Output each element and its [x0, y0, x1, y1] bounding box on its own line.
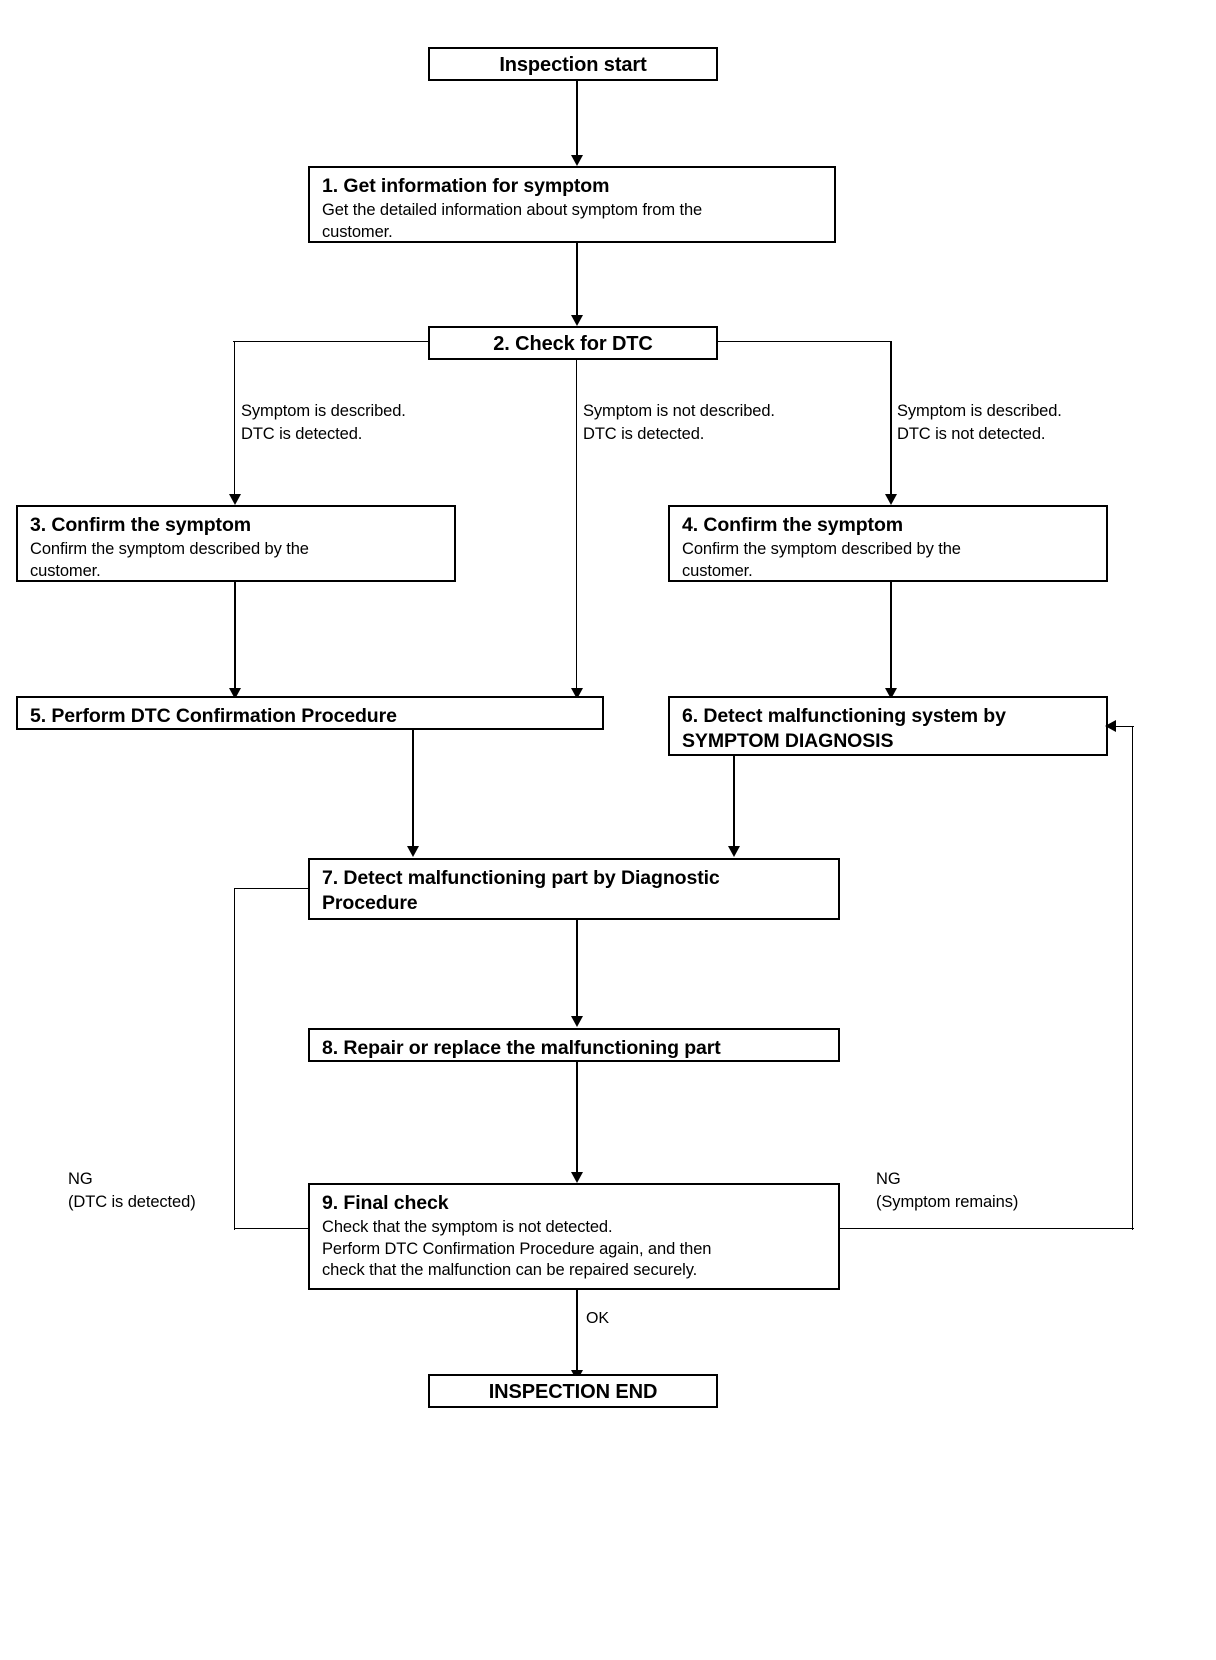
node-step-5[interactable]: 5. Perform DTC Confirmation Procedure: [16, 696, 604, 730]
arrow-step4-to-step6: [885, 688, 897, 699]
edge-ng-left-vertical: [234, 888, 235, 1230]
node-title: 2. Check for DTC: [493, 333, 653, 355]
arrow-step7-to-step8: [571, 1016, 583, 1027]
edge-ng-right-vertical: [1132, 726, 1133, 1230]
arrow-step1-to-step2: [571, 315, 583, 326]
edge-ng-left-horizontal-out: [234, 1228, 310, 1229]
arrow-step3-to-step5: [229, 688, 241, 699]
edge-step5-to-step7: [412, 730, 414, 848]
edge-ng-right-horizontal-in: [1116, 726, 1134, 727]
arrow-step8-to-step9: [571, 1172, 583, 1183]
node-body: Get the detailed information about sympt…: [322, 200, 703, 241]
node-step-3[interactable]: 3. Confirm the symptom Confirm the sympt…: [16, 505, 456, 582]
edge-branch-left: [234, 341, 235, 499]
node-body: Confirm the symptom described by the cus…: [30, 539, 309, 580]
node-title: 7. Detect malfunctioning part by Diagnos…: [322, 867, 720, 914]
node-step-1[interactable]: 1. Get information for symptom Get the d…: [308, 166, 836, 243]
node-title: 5. Perform DTC Confirmation Procedure: [30, 705, 397, 727]
edge-ng-right-horizontal-out: [838, 1228, 1134, 1229]
branch-label-right: Symptom is described. DTC is not detecte…: [897, 402, 1062, 444]
arrow-branch-right: [885, 494, 897, 505]
edge-ng-left-horizontal-in: [234, 888, 310, 889]
branch-label-left: Symptom is described. DTC is detected.: [241, 402, 406, 444]
node-title: INSPECTION END: [488, 1381, 658, 1403]
edge-step7-to-step8: [576, 920, 578, 1018]
node-inspection-end[interactable]: INSPECTION END: [428, 1374, 718, 1408]
node-step-2[interactable]: 2. Check for DTC: [428, 326, 718, 360]
edge-start-to-step1: [576, 81, 578, 155]
node-title: 8. Repair or replace the malfunctioning …: [322, 1037, 721, 1059]
node-inspection-start[interactable]: Inspection start: [428, 47, 718, 81]
edge-step4-to-step6: [890, 582, 892, 690]
edge-step1-to-step2: [576, 243, 578, 315]
edge-step6-to-step7: [733, 756, 735, 848]
node-title: 1. Get information for symptom: [322, 175, 610, 197]
arrow-branch-middle: [571, 688, 583, 699]
arrow-branch-left: [229, 494, 241, 505]
node-step-9[interactable]: 9. Final check Check that the symptom is…: [308, 1183, 840, 1290]
edge-label-ok: OK: [586, 1310, 609, 1327]
ng-label-left: NG (DTC is detected): [68, 1170, 196, 1212]
edge-branch-right: [890, 341, 892, 499]
node-step-6[interactable]: 6. Detect malfunctioning system by SYMPT…: [668, 696, 1108, 756]
node-title: Inspection start: [499, 54, 647, 76]
arrow-step5-to-step7: [407, 846, 419, 857]
arrow-start-to-step1: [571, 155, 583, 166]
edge-step9-to-end: [576, 1290, 578, 1372]
node-body: Check that the symptom is not detected. …: [322, 1217, 712, 1280]
node-title: 3. Confirm the symptom: [30, 514, 251, 536]
edge-step8-to-step9: [576, 1062, 578, 1174]
node-step-4[interactable]: 4. Confirm the symptom Confirm the sympt…: [668, 505, 1108, 582]
edge-step3-to-step5: [234, 582, 236, 690]
ng-label-right: NG (Symptom remains): [876, 1170, 1019, 1212]
edge-branch-middle: [576, 360, 577, 690]
node-title: 4. Confirm the symptom: [682, 514, 903, 536]
node-title: 9. Final check: [322, 1192, 449, 1214]
node-step-7[interactable]: 7. Detect malfunctioning part by Diagnos…: [308, 858, 840, 920]
edge-step2-bus-right: [716, 341, 891, 342]
arrow-ng-right-into-step6: [1105, 720, 1116, 732]
node-step-8[interactable]: 8. Repair or replace the malfunctioning …: [308, 1028, 840, 1062]
edge-step2-bus-left: [233, 341, 430, 342]
arrow-step6-to-step7: [728, 846, 740, 857]
node-title: 6. Detect malfunctioning system by SYMPT…: [682, 705, 1006, 752]
branch-label-middle: Symptom is not described. DTC is detecte…: [583, 402, 775, 444]
node-body: Confirm the symptom described by the cus…: [682, 539, 961, 580]
